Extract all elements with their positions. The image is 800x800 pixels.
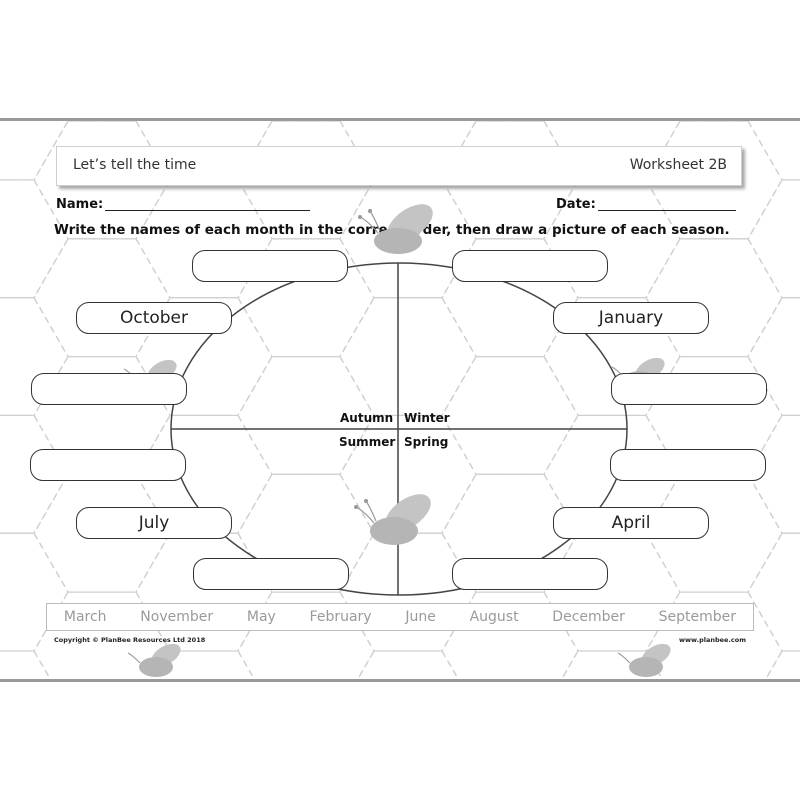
word-bank-item: February bbox=[309, 609, 372, 625]
hexagon-outline bbox=[135, 414, 273, 534]
worksheet-page: Let’s tell the time Worksheet 2B Name: D… bbox=[0, 118, 800, 682]
word-bank-item: December bbox=[552, 609, 625, 625]
name-field[interactable] bbox=[105, 210, 310, 211]
hexagon-outline bbox=[441, 473, 579, 593]
hexagon-outline bbox=[543, 179, 681, 299]
name-label: Name: bbox=[56, 197, 104, 212]
hexagon-outline bbox=[339, 179, 477, 299]
hexagon-outline bbox=[543, 297, 681, 417]
header-box: Let’s tell the time Worksheet 2B bbox=[56, 146, 742, 186]
hexagon-outline bbox=[237, 473, 375, 593]
month-box-right-6[interactable] bbox=[452, 558, 608, 590]
copyright-text: Copyright © PlanBee Resources Ltd 2018 bbox=[54, 636, 206, 644]
month-box-left-2[interactable]: October bbox=[76, 302, 232, 334]
season-label-summer: Summer bbox=[339, 435, 396, 449]
bee-icon bbox=[127, 643, 181, 677]
worksheet-title: Let’s tell the time bbox=[73, 157, 197, 173]
month-box-left-1[interactable] bbox=[192, 250, 348, 282]
season-label-autumn: Autumn bbox=[340, 411, 394, 425]
season-label-winter: Winter bbox=[404, 411, 450, 425]
hexagon-outline bbox=[747, 297, 800, 417]
hexagon-outline bbox=[645, 473, 783, 593]
date-label: Date: bbox=[556, 197, 596, 212]
hexagon-outline bbox=[339, 414, 477, 534]
bee-icon bbox=[617, 643, 671, 677]
season-label-spring: Spring bbox=[404, 435, 449, 449]
hexagon-outline bbox=[0, 532, 69, 652]
hexagon-outline bbox=[33, 473, 171, 593]
hexagon-outline bbox=[135, 532, 273, 652]
month-box-left-4[interactable] bbox=[30, 449, 186, 481]
bee-icon bbox=[358, 204, 433, 254]
hexagon-outline bbox=[543, 532, 681, 652]
bee-icon bbox=[354, 494, 431, 545]
hexagon-outline bbox=[441, 121, 579, 240]
hexagon-outline bbox=[237, 121, 375, 240]
month-box-right-5[interactable]: April bbox=[553, 507, 709, 539]
month-box-left-5[interactable]: July bbox=[76, 507, 232, 539]
website-text: www.planbee.com bbox=[679, 636, 746, 644]
hexagon-outline bbox=[0, 179, 69, 299]
month-box-right-2[interactable]: January bbox=[553, 302, 709, 334]
hexagon-outline bbox=[135, 179, 273, 299]
hexagon-outline bbox=[0, 121, 69, 181]
hexagon-outline bbox=[0, 414, 69, 534]
word-bank-item: September bbox=[658, 609, 737, 625]
word-bank-item: November bbox=[140, 609, 214, 625]
hexagon-outline bbox=[645, 121, 783, 240]
month-box-left-3[interactable] bbox=[31, 373, 187, 405]
worksheet-number: Worksheet 2B bbox=[629, 157, 727, 173]
date-field[interactable] bbox=[598, 210, 736, 211]
word-bank-item: June bbox=[405, 609, 436, 625]
word-bank-item: August bbox=[469, 609, 519, 625]
word-bank-item: March bbox=[63, 609, 107, 625]
hexagon-outline bbox=[0, 297, 69, 417]
month-box-left-6[interactable] bbox=[193, 558, 349, 590]
hexagon-outline bbox=[237, 355, 375, 475]
hexagon-outline bbox=[339, 297, 477, 417]
hexagon-outline bbox=[135, 297, 273, 417]
month-box-right-1[interactable] bbox=[452, 250, 608, 282]
word-bank-item: May bbox=[246, 609, 276, 625]
month-box-right-4[interactable] bbox=[610, 449, 766, 481]
word-bank: March November May February June August … bbox=[46, 603, 754, 631]
hexagon-outline bbox=[33, 121, 171, 240]
month-box-right-3[interactable] bbox=[611, 373, 767, 405]
hexagon-outline bbox=[339, 532, 477, 652]
hexagon-outline bbox=[441, 355, 579, 475]
